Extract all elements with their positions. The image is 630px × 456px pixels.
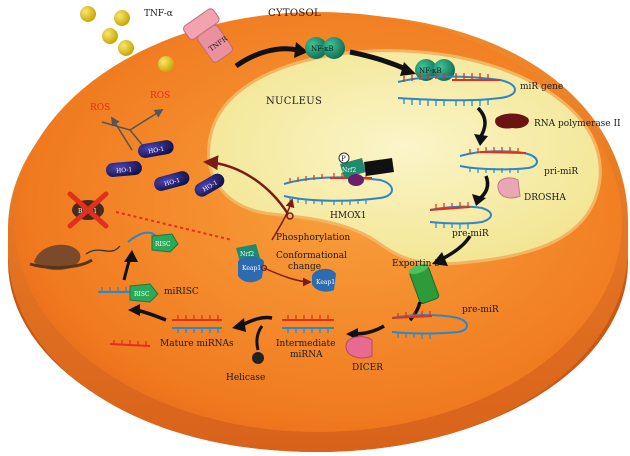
pre-mir-cytosol <box>391 311 468 339</box>
intermediate-label-1: Intermediate <box>276 339 335 349</box>
arrow-head <box>128 304 140 316</box>
helicase-arrow <box>255 325 264 351</box>
tnf-alpha-ligands <box>80 6 174 72</box>
tnf-ball <box>102 28 118 44</box>
pri-mir-label: pri-miR <box>544 167 578 177</box>
pre-mir-nucleus <box>429 202 492 229</box>
ho1-label-c: HO-1 <box>163 177 180 188</box>
cytosol-label: CYTOSOL <box>268 8 321 19</box>
exportin-5 <box>409 263 440 304</box>
mirisc-complex: RISC <box>98 283 159 303</box>
mature-label: Mature miRNAs <box>160 339 234 349</box>
nfkb-nuc-label: NF-κB <box>419 67 442 75</box>
tnf-ball <box>80 6 96 22</box>
drosha-icon <box>497 177 521 199</box>
arrow-head <box>400 62 416 76</box>
nucleus <box>207 49 602 266</box>
intermediate-mirna <box>282 315 334 333</box>
arrow-head <box>472 194 486 206</box>
pri-mir <box>459 147 538 173</box>
arrow-tnfr-nfkb <box>234 46 299 69</box>
nucleus-label: NUCLEUS <box>266 96 322 107</box>
conformational-label-1: Conformational <box>276 251 347 261</box>
arrow-head <box>432 252 448 266</box>
arrow-hmox1-ho1 <box>203 155 290 215</box>
mature-mirnas <box>109 315 222 347</box>
drosha-label: DROSHA <box>524 193 566 203</box>
nfkb-cyto-label: NF-κB <box>311 45 334 53</box>
mir-gene-label: miR gene <box>520 82 563 92</box>
dicer-icon <box>345 336 373 359</box>
risc-label-1: RISC <box>134 291 150 298</box>
intermediate-label-2: miRNA <box>290 350 323 360</box>
arrow-head <box>232 318 246 332</box>
hmox1-label: HMOX1 <box>330 211 366 221</box>
pre-mir-nuc-label: pre-miR <box>452 229 489 239</box>
ros-label-1: ROS <box>90 103 110 113</box>
tnf-ball <box>114 10 130 26</box>
inhibit-x-icon <box>67 191 109 229</box>
nrf2-nuclear-complex: Nrf2 P <box>338 152 394 186</box>
mir-gene <box>397 73 516 106</box>
arrow-phosphorylation <box>271 198 295 241</box>
exportin-label: Exportin 5 <box>392 259 440 269</box>
keap1-free-label: Keap1 <box>316 279 335 286</box>
ros-label-2: ROS <box>150 91 170 101</box>
mirisc-label: miRISC <box>164 287 199 297</box>
dicer-label: DICER <box>352 363 383 373</box>
helicase-label: Helicase <box>226 373 265 383</box>
nrf2-nuc-label: Nrf2 <box>342 167 356 174</box>
keap1-free: Keap1 <box>312 268 336 292</box>
arrow-head <box>294 42 308 58</box>
ho1-proteins: HO-1 HO-1 HO-1 HO-1 <box>105 140 225 197</box>
ho1-label-b: HO-1 <box>116 166 133 174</box>
bach1: Bach1 <box>67 191 109 229</box>
rna-polymerase-icon <box>495 113 529 129</box>
pre-mir-cyto-label: pre-miR <box>462 305 499 315</box>
tnf-ball <box>118 40 134 56</box>
nrf2-label: Nrf2 <box>240 251 254 258</box>
arrow-head <box>124 250 138 262</box>
phospho-p-label: P <box>341 155 346 163</box>
tnfr-receptor: TNFR <box>183 8 234 63</box>
risc-label-2: RISC <box>155 241 171 248</box>
dotted-inhibition-line <box>115 211 233 241</box>
tnf-ball <box>158 56 174 72</box>
tnf-alpha-label: TNF-α <box>144 9 173 19</box>
keap1-label: Keap1 <box>242 265 261 272</box>
ho1-label-a: HO-1 <box>148 146 165 156</box>
helicase-icon <box>252 352 264 364</box>
phosphorylation-label: Phosphorylation <box>276 233 350 243</box>
arrow-head <box>474 134 488 146</box>
arrow-exportin-premir <box>408 301 422 322</box>
conformational-label-2: change <box>288 262 321 272</box>
nrf2-keap1-complex: Nrf2 Keap1 <box>236 244 264 283</box>
connector-hat-risc <box>85 245 121 255</box>
risc-upper: RISC <box>127 231 179 253</box>
rna-pol-label: RNA polymerase II <box>534 119 621 129</box>
nfkb-cytosol: NF-κB <box>305 37 345 59</box>
brown-complex-icon <box>34 244 81 271</box>
arrow-conformational <box>263 267 312 287</box>
